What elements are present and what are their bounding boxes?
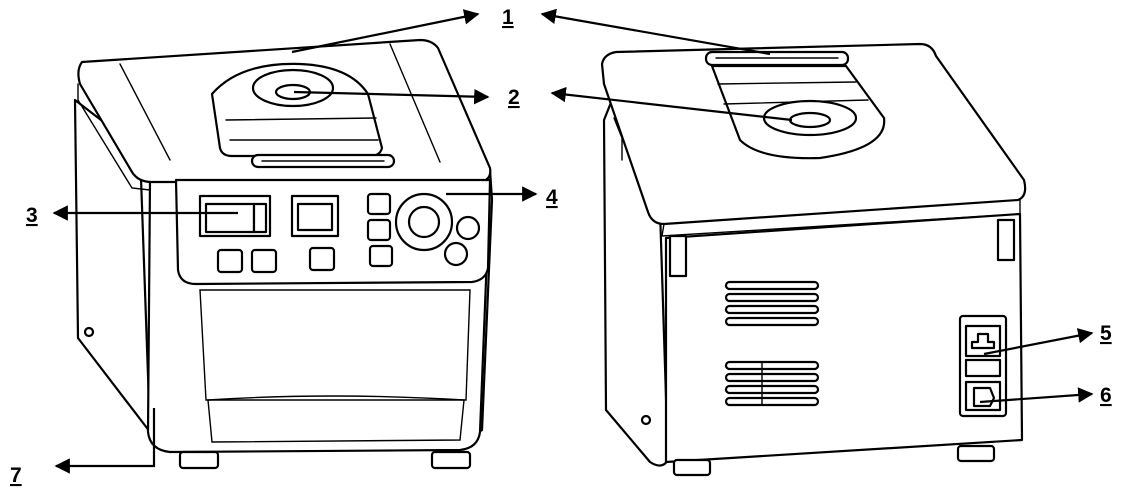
callout-arrow-1a	[291, 9, 480, 54]
rear-hinge-left	[668, 234, 688, 278]
front-base-lip	[207, 395, 465, 443]
rear-foot-left	[672, 458, 712, 477]
front-view-unit	[73, 38, 494, 470]
callout-arrow-6	[979, 387, 1094, 404]
front-button	[366, 192, 392, 216]
rear-view-unit	[600, 42, 1027, 477]
callout-label-7: 7	[10, 464, 22, 487]
rear-upper-vents	[724, 280, 820, 327]
callout-label-5: 5	[1100, 322, 1112, 345]
front-round-button	[455, 215, 481, 241]
power-switch	[964, 358, 1002, 378]
front-lid-edge	[77, 83, 151, 191]
rear-foot-right	[956, 444, 996, 463]
front-button	[368, 244, 394, 268]
callout-arrows	[52, 8, 1094, 474]
side-screw	[83, 326, 95, 338]
front-round-button	[443, 241, 469, 267]
front-foot-right	[430, 450, 472, 470]
callout-arrow-1b	[540, 8, 771, 56]
callout-label-3: 3	[26, 204, 38, 227]
callout-label-2: 2	[508, 86, 520, 109]
front-lower-recess	[199, 289, 471, 401]
front-button	[366, 218, 392, 242]
callout-label-1: 1	[502, 6, 514, 29]
rear-lower-vents	[724, 360, 820, 407]
rear-hinge-right	[996, 218, 1016, 262]
callout-label-4: 4	[546, 186, 558, 209]
front-button	[250, 248, 278, 274]
front-button	[216, 248, 244, 274]
front-foot-left	[178, 450, 220, 470]
callout-arrow-2a	[293, 88, 490, 105]
power-entry-module	[958, 314, 1008, 418]
callout-arrow-2b	[550, 86, 793, 122]
rear-side-screw	[640, 414, 652, 426]
callout-arrow-7	[54, 408, 156, 474]
callout-arrow-5	[983, 328, 1094, 356]
callout-label-6: 6	[1100, 384, 1112, 407]
front-button	[308, 246, 336, 272]
callout-labels: 1 2 3 4 5 6 7	[10, 6, 1112, 487]
